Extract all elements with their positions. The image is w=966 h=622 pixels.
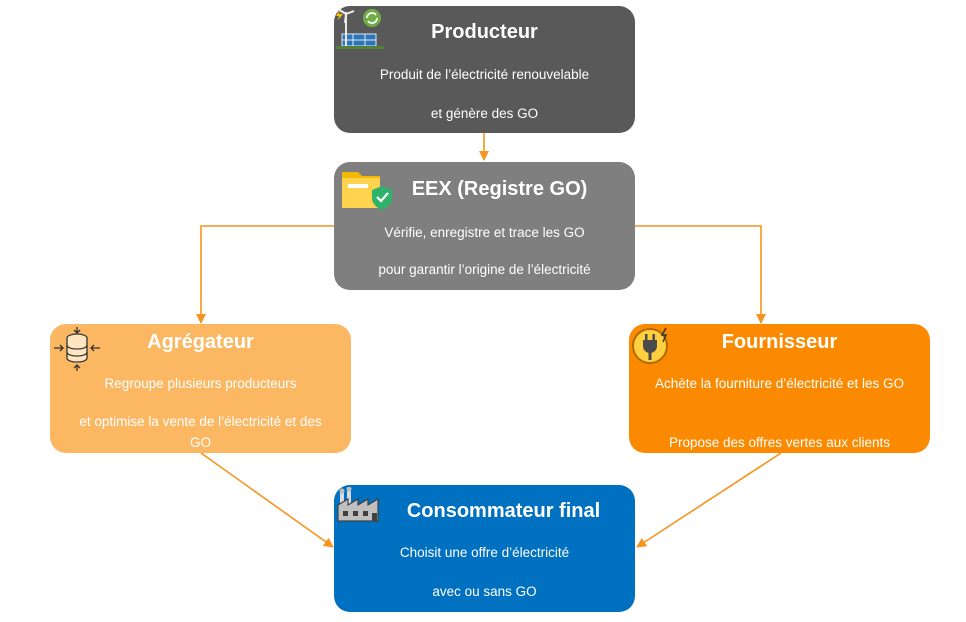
aggregator-title: Agrégateur <box>147 331 254 353</box>
supplier-description-line-2: Propose des offres vertes aux clients <box>668 435 891 450</box>
aggregator-description-line-2: et optimise la vente de l’électricité et… <box>79 414 322 450</box>
consumer-title: Consommateur final <box>406 500 601 522</box>
wind-solar-icon <box>336 8 384 49</box>
consumer-description-line-2: avec ou sans GO <box>432 584 537 599</box>
producer-title: Producteur <box>431 21 538 43</box>
factory-icon <box>337 487 379 522</box>
aggregator-description-line-1: Regroupe plusieurs producteurs <box>104 376 297 391</box>
arrow-supplier-to-consumer <box>636 452 782 548</box>
arrow-registry-to-aggregator <box>196 225 334 324</box>
arrow-registry-to-supplier <box>634 225 766 324</box>
producer-description-line-1: Produit de l’électricité renouvelable <box>379 67 590 82</box>
arrow-aggregator-to-consumer <box>200 452 334 548</box>
consumer-box: Consommateur final Choisit une offre d’é… <box>334 485 635 612</box>
electric-plug-icon <box>632 327 668 364</box>
supplier-box: Fournisseur Achète la fourniture d’élect… <box>629 324 930 453</box>
supplier-description-line-1: Achète la fourniture d’électricité et le… <box>654 376 905 391</box>
registry-title: EEX (Registre GO) <box>411 178 588 200</box>
registry-box: EEX (Registre GO) Vérifie, enregistre et… <box>334 162 635 290</box>
aggregator-box: Agrégateur Regroupe plusieurs producteur… <box>50 324 351 453</box>
registry-description-line-1: Vérifie, enregistre et trace les GO <box>384 225 585 240</box>
database-distribution-icon <box>54 327 100 371</box>
consumer-description-line-1: Choisit une offre d’électricité <box>399 545 570 560</box>
producer-description-line-2: et génère des GO <box>430 106 539 121</box>
supplier-title: Fournisseur <box>721 331 838 353</box>
registry-description-line-2: pour garantir l’origine de l’électricité <box>378 262 591 277</box>
producer-box: Producteur Produit de l’électricité reno… <box>334 6 635 133</box>
certified-folder-icon <box>342 172 392 210</box>
